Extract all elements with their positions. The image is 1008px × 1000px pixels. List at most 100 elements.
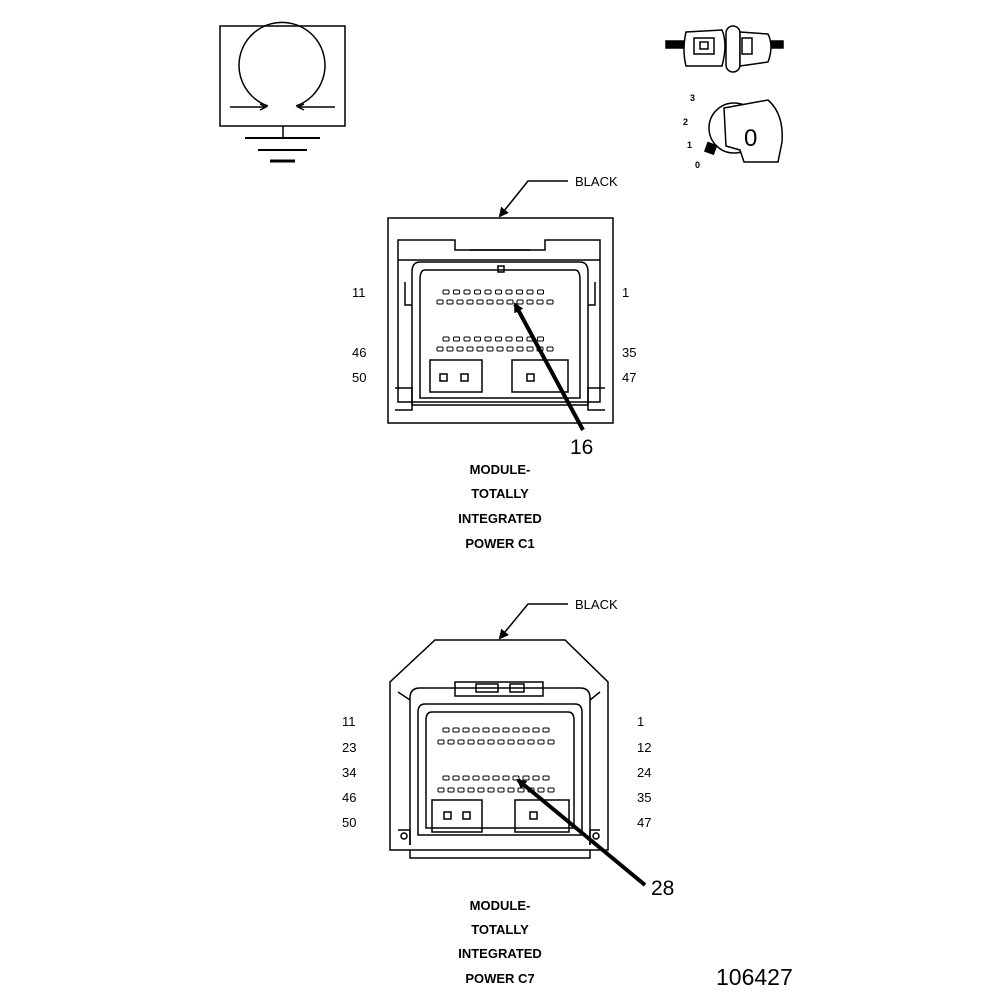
c1-cavity (446, 346, 454, 352)
c1-cavity (486, 299, 494, 305)
c7-cavity (462, 775, 470, 781)
c7-cavity (507, 787, 515, 793)
c7-cavity (507, 739, 515, 745)
c1-cavity (442, 336, 450, 342)
c7-cavity (492, 727, 500, 733)
ignition-key-icon (665, 25, 784, 163)
c7-cavity (467, 787, 475, 793)
title-line-c1-3: INTEGRATED (458, 511, 542, 526)
c7-cavity (437, 739, 445, 745)
c1-cavity (456, 299, 464, 305)
c7-cavity (472, 727, 480, 733)
title-line-c7-2: TOTALLY (471, 922, 529, 937)
c7-cavity (497, 787, 505, 793)
c7-cavity (542, 727, 550, 733)
c7-cavity (457, 739, 465, 745)
c1-cavity (495, 289, 502, 295)
c1-cavity (505, 336, 513, 342)
title-line-c7-4: POWER C7 (465, 971, 534, 986)
pin-label-right-c1-2: 35 (622, 345, 636, 360)
pin-label-right-c1-1: 1 (622, 285, 629, 300)
c7-cavity (482, 775, 490, 781)
c7-cavity (442, 775, 450, 781)
c1-cavity (496, 299, 504, 305)
pin-label-right-c1-3: 47 (622, 370, 636, 385)
pin-label-left-c7-3: 34 (342, 765, 356, 780)
callout-number-c7: 28 (651, 877, 674, 900)
key-position-1: 1 (687, 140, 692, 150)
connector-body-c1 (387, 217, 614, 424)
c7-cavity (467, 739, 475, 745)
connector-title-c1: MODULE- TOTALLY INTEGRATED POWER C1 (458, 462, 542, 551)
callout-number-c1: 16 (570, 436, 593, 459)
c1-cavity (453, 336, 460, 342)
pin-label-right-c7-1: 1 (637, 714, 644, 729)
c1-cavity (486, 346, 494, 352)
pin-label-left-c7-2: 23 (342, 740, 356, 755)
c1-cavity (466, 299, 474, 305)
c1-cavity (453, 289, 460, 295)
c7-cavity (502, 727, 510, 733)
c7-cavity (452, 775, 460, 781)
c1-cavity (526, 299, 534, 305)
connector-c1: BLACK 16 11 46 50 1 35 47 (352, 174, 636, 551)
c1-cavity (516, 336, 523, 342)
key-position-0: 0 (695, 160, 700, 170)
c7-cavity (532, 727, 540, 733)
color-label-c7: BLACK (575, 597, 618, 612)
c1-cavity (436, 299, 444, 305)
c1-cavity (442, 289, 450, 295)
callout-leader-c1 (513, 302, 585, 431)
c1-cavity (526, 346, 534, 352)
c1-cavity (516, 346, 524, 352)
pin-label-left-c7-1: 11 (342, 714, 356, 729)
c1-cavity (537, 289, 544, 295)
key-label: 0 (744, 125, 757, 152)
c1-cavity (436, 346, 444, 352)
cavity-group-c1 (436, 289, 554, 352)
c7-cavity (542, 775, 550, 781)
c1-cavity (536, 299, 544, 305)
c7-cavity (512, 727, 520, 733)
c7-cavity (457, 787, 465, 793)
connector-title-c7: MODULE- TOTALLY INTEGRATED POWER C7 (458, 898, 542, 986)
title-line-c7-3: INTEGRATED (458, 946, 542, 961)
c1-cavity (537, 336, 544, 342)
pin-label-left-c7-4: 46 (342, 790, 356, 805)
c1-cavity (505, 289, 513, 295)
c1-cavity (496, 346, 504, 352)
c1-cavity (484, 336, 492, 342)
c1-cavity (506, 346, 514, 352)
c7-cavity (532, 775, 540, 781)
c1-cavity (476, 346, 484, 352)
c1-cavity (463, 336, 471, 342)
c1-cavity (546, 299, 554, 305)
c7-cavity (462, 727, 470, 733)
c1-cavity (506, 299, 514, 305)
c7-cavity (437, 787, 445, 793)
ground-meter-icon (219, 21, 346, 163)
color-leader-line-c1 (498, 180, 568, 218)
c7-cavity (442, 727, 450, 733)
c7-cavity (477, 787, 485, 793)
c1-cavity (516, 289, 523, 295)
c7-cavity (477, 739, 485, 745)
c7-cavity (497, 739, 505, 745)
pin-label-right-c7-2: 12 (637, 740, 651, 755)
c1-cavity (456, 346, 464, 352)
color-leader-line-c7 (498, 603, 568, 640)
c7-cavity (487, 787, 495, 793)
c1-cavity (495, 336, 502, 342)
c7-cavity (482, 727, 490, 733)
c7-cavity (492, 775, 500, 781)
pin-label-left-c1-2: 46 (352, 345, 366, 360)
callout-leader-c7 (516, 778, 647, 887)
c7-cavity (447, 739, 455, 745)
cavity-group-c7 (437, 727, 555, 793)
c7-cavity (537, 787, 545, 793)
c7-cavity (512, 775, 520, 781)
c7-cavity (517, 787, 525, 793)
pin-label-left-c1-1: 11 (352, 285, 366, 300)
c7-cavity (447, 787, 455, 793)
